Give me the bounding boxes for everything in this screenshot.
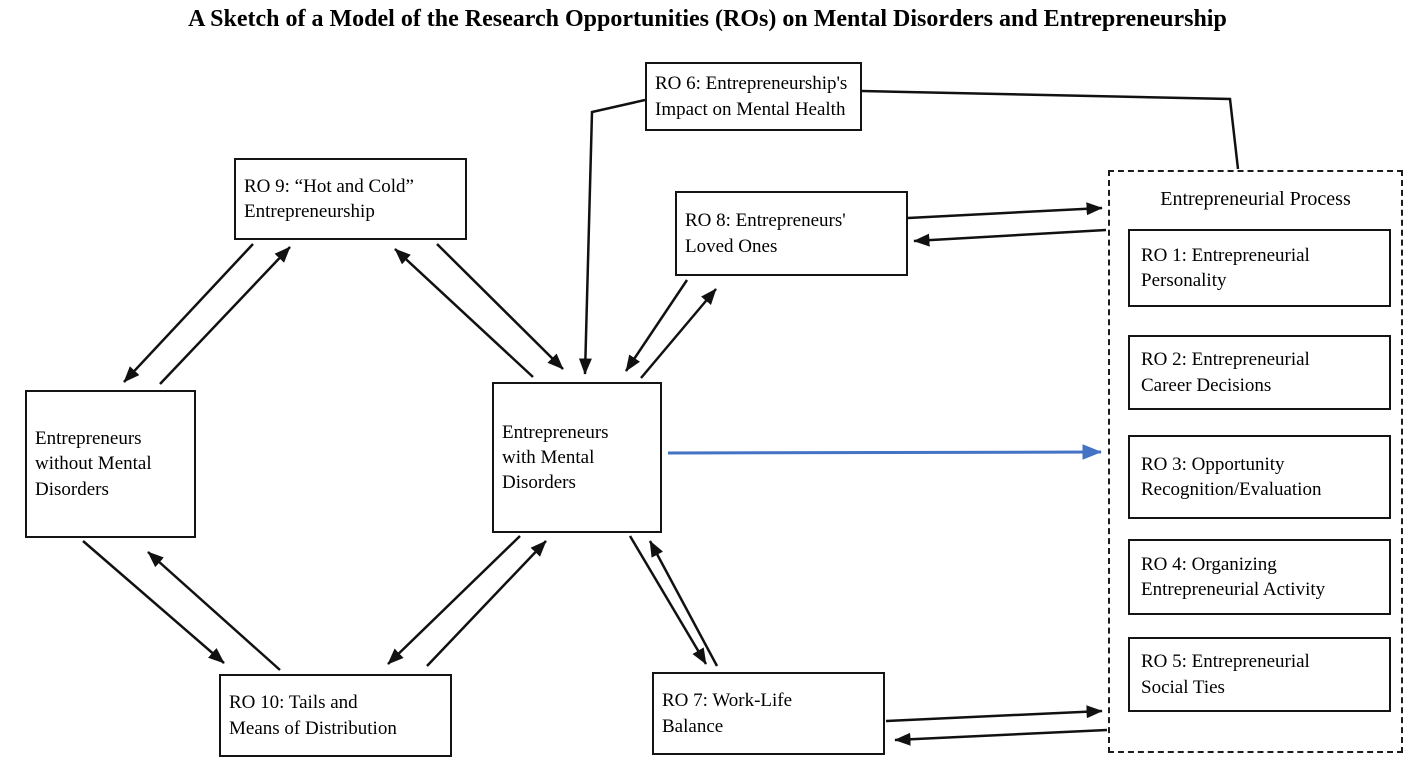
edge-ro6-to-process <box>861 89 1240 170</box>
edge-without-to-ro10 <box>82 540 225 664</box>
edge-with-to-ro10 <box>387 535 521 665</box>
diagram-title: A Sketch of a Model of the Research Oppo… <box>188 6 1227 32</box>
edge-with-to-ro8 <box>640 288 717 379</box>
node-ro3-opportunity-recognition: RO 3: Opportunity Recognition/Evaluation <box>1128 435 1391 519</box>
node-entrepreneurs-without-mental-disorders: Entrepreneurs without Mental Disorders <box>25 390 196 538</box>
edge-ro6-to-with <box>578 98 646 375</box>
edge-without-to-ro9 <box>159 246 291 385</box>
edge-ro9-to-with <box>436 243 564 370</box>
entrepreneurial-process-container: Entrepreneurial Process RO 1: Entreprene… <box>1108 170 1403 753</box>
edge-ro7-to-with <box>648 540 719 667</box>
node-ro8-loved-ones: RO 8: Entrepreneurs' Loved Ones <box>675 191 908 276</box>
node-entrepreneurs-with-mental-disorders: Entrepreneurs with Mental Disorders <box>492 382 662 533</box>
edge-ro10-to-without <box>147 551 281 671</box>
edge-process-to-ro8 <box>913 228 1107 247</box>
edge-ro9-to-without <box>123 243 254 383</box>
edge-ro10-to-with <box>426 540 547 667</box>
node-ro2-career-decisions: RO 2: Entrepreneurial Career Decisions <box>1128 335 1391 410</box>
edge-ro7-to-process <box>885 705 1103 723</box>
entrepreneurial-process-title: Entrepreneurial Process <box>1160 188 1351 210</box>
edge-with-to-ro7 <box>628 535 708 665</box>
node-ro5-social-ties: RO 5: Entrepreneurial Social Ties <box>1128 637 1391 712</box>
node-ro10-tails-means: RO 10: Tails and Means of Distribution <box>219 674 452 757</box>
node-ro7-work-life-balance: RO 7: Work-Life Balance <box>652 672 885 755</box>
edge-process-to-ro7 <box>894 728 1108 746</box>
edge-with-to-ro3-blue <box>667 444 1102 460</box>
node-ro6-entrepreneurship-impact: RO 6: Entrepreneurship's Impact on Menta… <box>645 62 862 131</box>
edge-ro8-to-process <box>907 202 1103 220</box>
edge-ro8-to-with <box>624 279 689 372</box>
edge-with-to-ro9 <box>394 248 534 378</box>
node-ro1-personality: RO 1: Entrepreneurial Personality <box>1128 229 1391 307</box>
node-ro9-hot-and-cold: RO 9: “Hot and Cold” Entrepreneurship <box>234 158 467 240</box>
node-ro4-organizing-activity: RO 4: Organizing Entrepreneurial Activit… <box>1128 539 1391 615</box>
